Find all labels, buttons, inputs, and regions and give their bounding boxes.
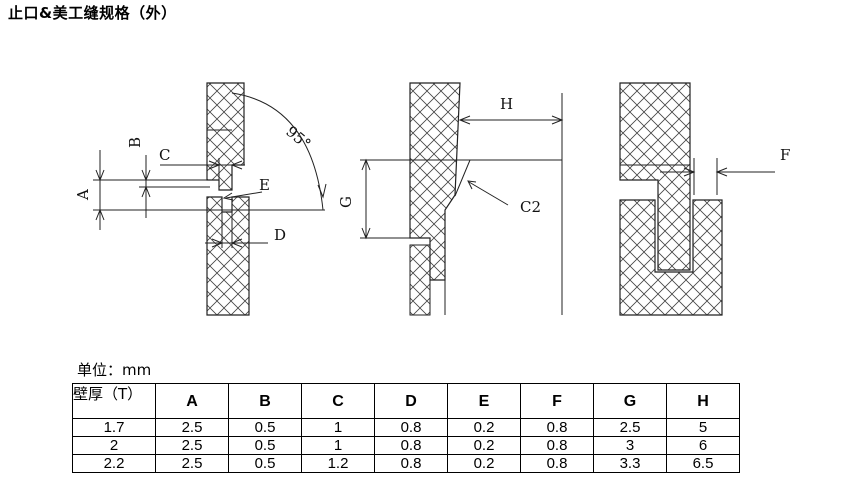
header-f: F bbox=[520, 383, 594, 419]
cell: 1 bbox=[301, 418, 375, 437]
cell: 2.2 bbox=[72, 454, 156, 473]
header-h: H bbox=[666, 383, 740, 419]
cell: 0.2 bbox=[447, 454, 521, 473]
label-c: C bbox=[159, 146, 170, 164]
unit-label: 单位：mm bbox=[77, 361, 152, 379]
cell: 0.2 bbox=[447, 436, 521, 455]
cell: 0.8 bbox=[520, 454, 594, 473]
header-d: D bbox=[374, 383, 448, 419]
cell: 1.7 bbox=[72, 418, 156, 437]
cell: 2.5 bbox=[593, 418, 667, 437]
cell: 0.8 bbox=[374, 454, 448, 473]
figure-lip-section: A B C E D 95° bbox=[74, 82, 327, 316]
header-g: G bbox=[593, 383, 667, 419]
cell: 2.5 bbox=[155, 454, 229, 473]
page-title: 止口&美工缝规格（外） bbox=[8, 4, 177, 22]
cell: 0.5 bbox=[228, 454, 302, 473]
label-c2: C2 bbox=[520, 198, 541, 216]
label-d: D bbox=[274, 226, 286, 244]
cell: 0.8 bbox=[520, 418, 594, 437]
label-b: B bbox=[126, 137, 144, 148]
table-row: 2 2.5 0.5 1 0.8 0.2 0.8 3 6 bbox=[72, 436, 740, 455]
cell: 0.5 bbox=[228, 418, 302, 437]
header-b: B bbox=[228, 383, 302, 419]
cell: 3.3 bbox=[593, 454, 667, 473]
label-a: A bbox=[74, 189, 92, 201]
header-a: A bbox=[155, 383, 229, 419]
header-c: C bbox=[301, 383, 375, 419]
cell: 2.5 bbox=[155, 436, 229, 455]
cell: 6 bbox=[666, 436, 740, 455]
label-e: E bbox=[259, 176, 270, 194]
label-angle: 95° bbox=[282, 122, 314, 153]
header-wall-thickness: 壁厚（T） bbox=[72, 383, 156, 419]
cell: 0.2 bbox=[447, 418, 521, 437]
cell: 2 bbox=[72, 436, 156, 455]
cell: 6.5 bbox=[666, 454, 740, 473]
table-header-row: 壁厚（T） A B C D E F G H bbox=[72, 383, 740, 419]
label-h: H bbox=[500, 95, 513, 113]
label-f: F bbox=[780, 146, 790, 164]
cell: 3 bbox=[593, 436, 667, 455]
figure-seam-gap: F bbox=[619, 82, 790, 316]
cell: 1.2 bbox=[301, 454, 375, 473]
cell: 0.8 bbox=[520, 436, 594, 455]
cell: 2.5 bbox=[155, 418, 229, 437]
cell: 5 bbox=[666, 418, 740, 437]
cell: 0.8 bbox=[374, 418, 448, 437]
cell: 1 bbox=[301, 436, 375, 455]
spec-table: 壁厚（T） A B C D E F G H 1.7 2.5 0.5 1 0.8 … bbox=[72, 383, 740, 473]
lip-groove-drawing: A B C E D 95° H G C2 bbox=[74, 82, 790, 316]
header-e: E bbox=[447, 383, 521, 419]
cell: 0.8 bbox=[374, 436, 448, 455]
label-g: G bbox=[337, 196, 355, 208]
figure-groove-section: H G C2 bbox=[337, 82, 564, 316]
table-row: 2.2 2.5 0.5 1.2 0.8 0.2 0.8 3.3 6.5 bbox=[72, 454, 740, 473]
table-row: 1.7 2.5 0.5 1 0.8 0.2 0.8 2.5 5 bbox=[72, 418, 740, 437]
cell: 0.5 bbox=[228, 436, 302, 455]
